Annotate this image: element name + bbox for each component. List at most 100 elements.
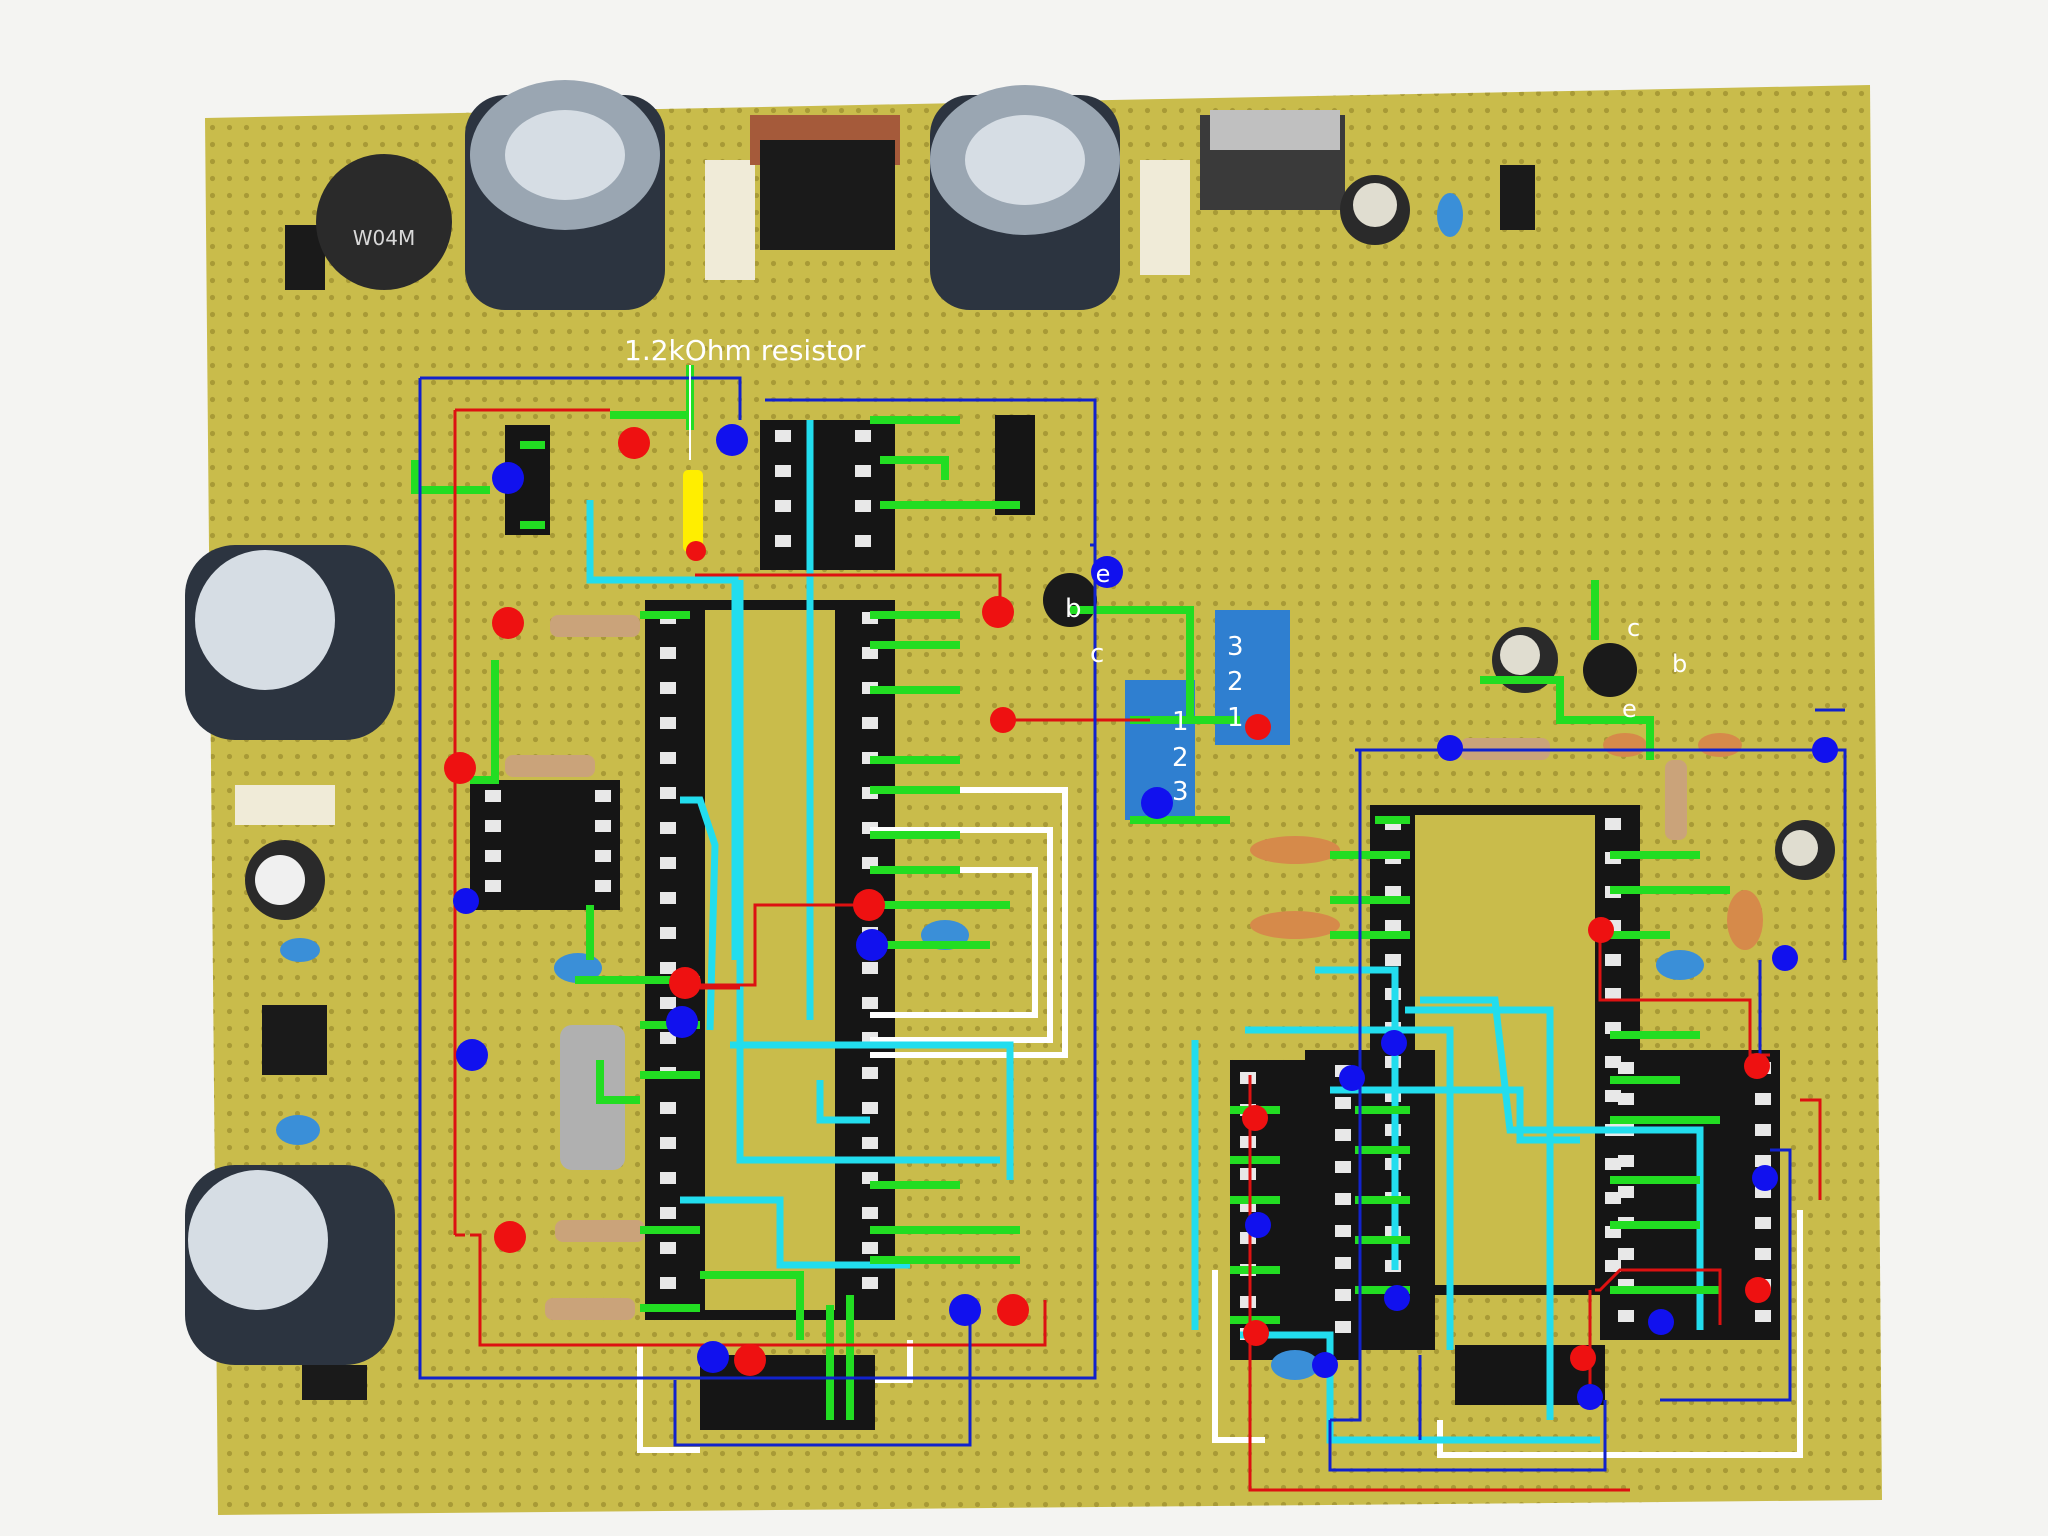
socket-pin <box>660 857 676 869</box>
socket-pin <box>862 962 878 974</box>
socket-pin <box>1335 1321 1351 1333</box>
socket-pin <box>660 1207 676 1219</box>
socket-pin <box>660 717 676 729</box>
socket-pin <box>660 682 676 694</box>
socket-pin <box>660 1102 676 1114</box>
socket-pin <box>660 752 676 764</box>
socket-pin <box>1618 1062 1634 1074</box>
socket-pin <box>862 1242 878 1254</box>
socket-pin <box>1605 954 1621 966</box>
socket-pin <box>485 820 501 832</box>
socket-pin <box>485 880 501 892</box>
socket-pin <box>1755 1155 1771 1167</box>
power-supply-section: W04M <box>285 80 1535 310</box>
bridge-rectifier-label: W04M <box>353 226 415 250</box>
socket-pin <box>1240 1072 1256 1084</box>
regulator-1 <box>760 140 895 250</box>
pot-upper-pin-1: 1 <box>1227 703 1244 733</box>
transistor-left-b: b <box>1065 594 1082 624</box>
transistor-left-c: c <box>1090 639 1104 669</box>
socket-pin <box>1335 1225 1351 1237</box>
socket-pin <box>1605 1090 1621 1102</box>
socket-pin <box>595 850 611 862</box>
socket-pin <box>660 787 676 799</box>
crystal <box>560 1025 625 1170</box>
socket-pin <box>1385 954 1401 966</box>
pot-upper-pin-2: 2 <box>1227 667 1244 697</box>
bridge-rectifier <box>316 154 452 290</box>
pot-lower-pin-2: 2 <box>1172 743 1189 773</box>
socket-pin <box>1335 1129 1351 1141</box>
socket-pin <box>1755 1124 1771 1136</box>
socket-pin <box>1618 1186 1634 1198</box>
socket-pin <box>660 1277 676 1289</box>
transistor-left-e: e <box>1096 560 1111 588</box>
socket-pin <box>1605 1056 1621 1068</box>
socket-top <box>760 420 895 570</box>
socket-pin <box>660 647 676 659</box>
red-junction-dots <box>444 427 1771 1376</box>
socket-pin <box>862 717 878 729</box>
socket-pin <box>660 822 676 834</box>
transistor-right-e: e <box>1622 695 1637 723</box>
socket-pin <box>660 892 676 904</box>
white-wires <box>637 787 1803 1458</box>
blue-wires <box>418 376 1847 1472</box>
header-bottom-left <box>700 1355 875 1430</box>
socket-pin <box>1335 1289 1351 1301</box>
socket-pin <box>1335 1097 1351 1109</box>
socket-pin <box>862 997 878 1009</box>
resistor-6 <box>1665 760 1687 840</box>
socket-pin <box>660 1137 676 1149</box>
socket-pin <box>855 500 871 512</box>
socket-pin <box>1240 1168 1256 1180</box>
socket-pin <box>862 1102 878 1114</box>
socket-pin <box>1755 1217 1771 1229</box>
resistor-callout-label: 1.2kOhm resistor <box>624 334 866 367</box>
socket-pin <box>660 1032 676 1044</box>
socket-pin <box>660 962 676 974</box>
socket-pin <box>1335 1257 1351 1269</box>
socket-pin <box>1385 886 1401 898</box>
transistor-right-c: c <box>1627 614 1640 642</box>
header-top-right <box>995 415 1035 515</box>
socket-pin <box>855 535 871 547</box>
resistor-2 <box>505 755 595 777</box>
socket-pin <box>660 997 676 1009</box>
left-edge-components <box>185 545 395 1400</box>
resistor-1 <box>550 615 640 637</box>
socket-pin <box>485 850 501 862</box>
green-traces <box>411 365 1730 1420</box>
socket-pin <box>775 465 791 477</box>
socket-pin <box>660 927 676 939</box>
socket-pin <box>1240 1136 1256 1148</box>
resistor-3 <box>555 1220 645 1242</box>
socket-pin <box>1618 1310 1634 1322</box>
socket-pin <box>1335 1193 1351 1205</box>
ceramic-cap-top <box>1437 193 1463 237</box>
film-cap-1 <box>705 160 755 280</box>
socket-pin <box>1385 920 1401 932</box>
socket-pin <box>862 647 878 659</box>
socket-pin <box>775 535 791 547</box>
socket-pin <box>485 790 501 802</box>
pot-upper-pin-3: 3 <box>1227 632 1244 662</box>
pot-lower-pin-3: 3 <box>1172 777 1189 807</box>
socket-pin <box>1755 1093 1771 1105</box>
socket-pin <box>1755 1310 1771 1322</box>
socket-pin <box>1605 1158 1621 1170</box>
socket-pin <box>775 430 791 442</box>
resistor-4 <box>545 1298 635 1320</box>
socket-pin <box>595 790 611 802</box>
socket-pin <box>1605 988 1621 1000</box>
socket-pin <box>862 1277 878 1289</box>
socket-pin <box>1755 1248 1771 1260</box>
power-header-right <box>1500 165 1535 230</box>
socket-pin <box>1618 1155 1634 1167</box>
trimpots-and-transistors <box>505 573 1835 1380</box>
socket-pin <box>855 430 871 442</box>
socket-pin <box>660 1242 676 1254</box>
socket-pin <box>1240 1296 1256 1308</box>
cyan-traces <box>586 420 1704 1444</box>
